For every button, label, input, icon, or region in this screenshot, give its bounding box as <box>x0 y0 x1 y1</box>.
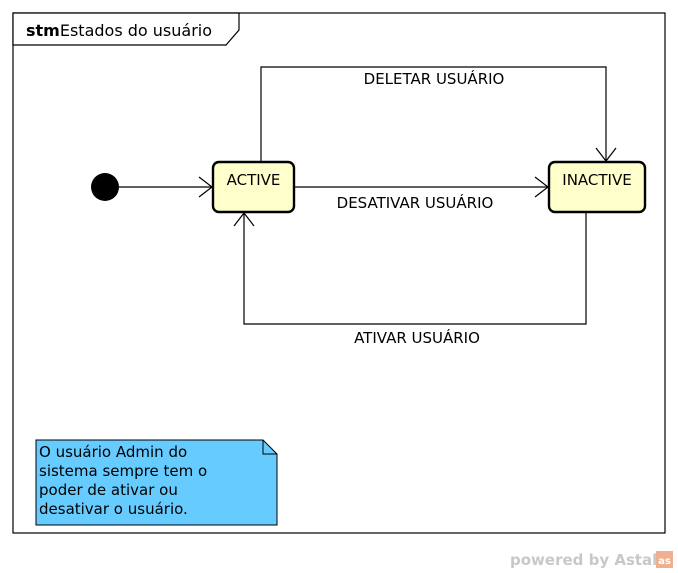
initial-state-dot[interactable] <box>91 173 119 201</box>
comment-note-line: O usuário Admin do <box>39 443 187 461</box>
deactivate-transition-arrowhead <box>534 176 549 198</box>
comment-note-text: O usuário Admin do sistema sempre tem o … <box>39 443 212 518</box>
delete-transition-arrowhead <box>595 147 617 162</box>
comment-note-line: desativar o usuário. <box>39 500 188 518</box>
activate-transition-label: ATIVAR USUÁRIO <box>354 328 480 347</box>
frame-keyword: stm <box>26 21 60 40</box>
comment-note-body[interactable] <box>35 439 278 526</box>
comment-note-line: poder de ativar ou <box>39 481 178 499</box>
comment-note-fold <box>262 440 277 455</box>
watermark-text: powered by Astah <box>510 551 663 569</box>
state-active[interactable]: ACTIVE <box>211 160 296 214</box>
state-inactive[interactable]: INACTIVE <box>547 160 647 214</box>
astah-logo-icon <box>656 551 673 568</box>
activate-transition-line[interactable] <box>243 212 587 325</box>
state-inactive-box[interactable] <box>547 160 647 214</box>
state-inactive-label: INACTIVE <box>562 171 631 189</box>
frame-title-tab <box>12 12 240 46</box>
frame-title: stmEstados do usuário <box>26 21 212 40</box>
astah-watermark: powered by Astah as <box>510 551 673 569</box>
comment-note[interactable]: O usuário Admin do sistema sempre tem o … <box>35 439 278 526</box>
deactivate-transition-label: DESATIVAR USUÁRIO <box>337 193 494 212</box>
comment-note-line: sistema sempre tem o <box>39 462 207 480</box>
state-active-label: ACTIVE <box>227 171 281 189</box>
astah-logo-glyph: as <box>658 556 671 567</box>
delete-transition-label: DELETAR USUÁRIO <box>364 69 505 88</box>
frame-title-text: Estados do usuário <box>60 21 212 40</box>
delete-transition-line[interactable] <box>260 66 607 162</box>
activate-transition-arrowhead <box>233 212 255 227</box>
